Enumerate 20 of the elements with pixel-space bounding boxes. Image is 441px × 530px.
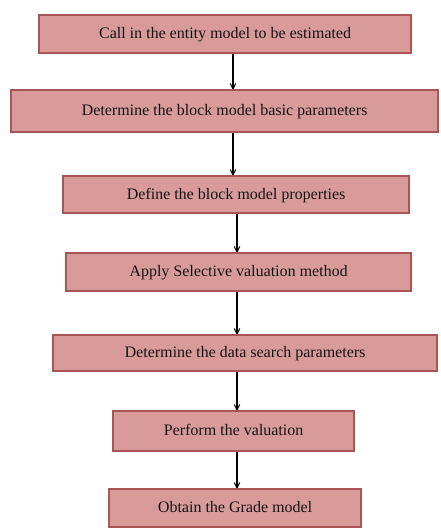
arrow (230, 54, 236, 90)
process-box (65, 252, 412, 292)
arrow (234, 372, 240, 411)
box-label: Determine the data search parameters (124, 344, 366, 362)
process-box (10, 89, 439, 133)
box-label: Call in the entity model to be estimated (99, 25, 351, 43)
arrow (234, 214, 240, 253)
box-label: Apply Selective valuation method (129, 263, 348, 281)
process-box (38, 14, 412, 54)
process-box (112, 410, 355, 452)
process-box (62, 175, 410, 214)
process-box (108, 488, 362, 528)
box-label: Obtain the Grade model (158, 499, 312, 517)
arrow (234, 452, 240, 489)
process-box (52, 334, 438, 372)
arrow (230, 133, 236, 176)
box-label: Determine the block model basic parameters (82, 102, 368, 120)
box-label: Perform the valuation (164, 422, 304, 440)
arrow (234, 292, 240, 335)
box-label: Define the block model properties (126, 186, 346, 204)
